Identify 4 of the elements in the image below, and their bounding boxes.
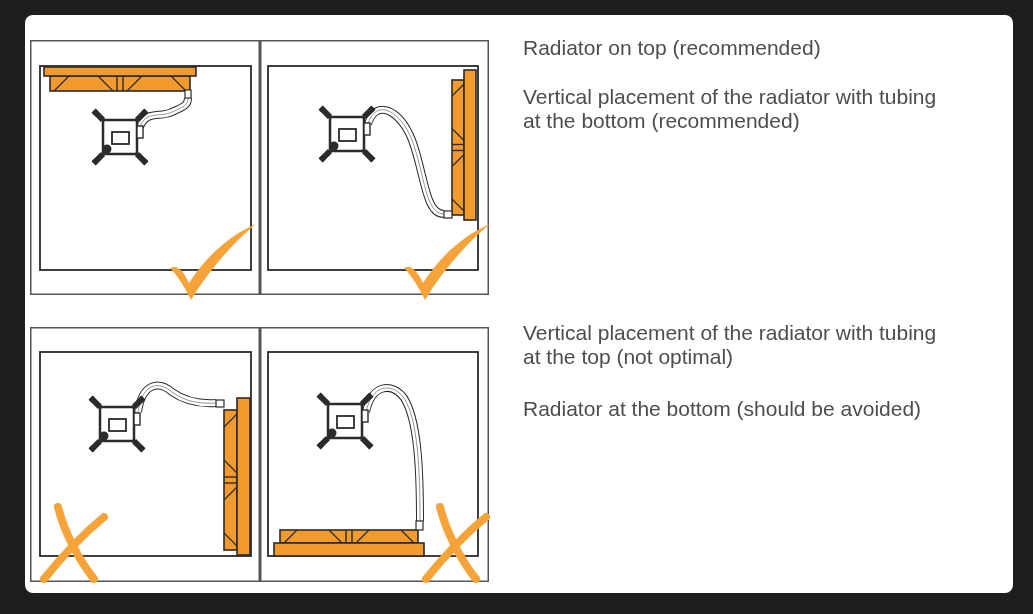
description-text: Vertical placement of the radiator with tubing at the bottom (recommended): [523, 85, 938, 133]
description-text: Radiator at the bottom (should be avoided): [523, 397, 922, 421]
description-text: Radiator on top (recommended): [523, 36, 821, 60]
description-text: Vertical placement of the radiator with tubing at the top (not optimal): [523, 321, 938, 369]
